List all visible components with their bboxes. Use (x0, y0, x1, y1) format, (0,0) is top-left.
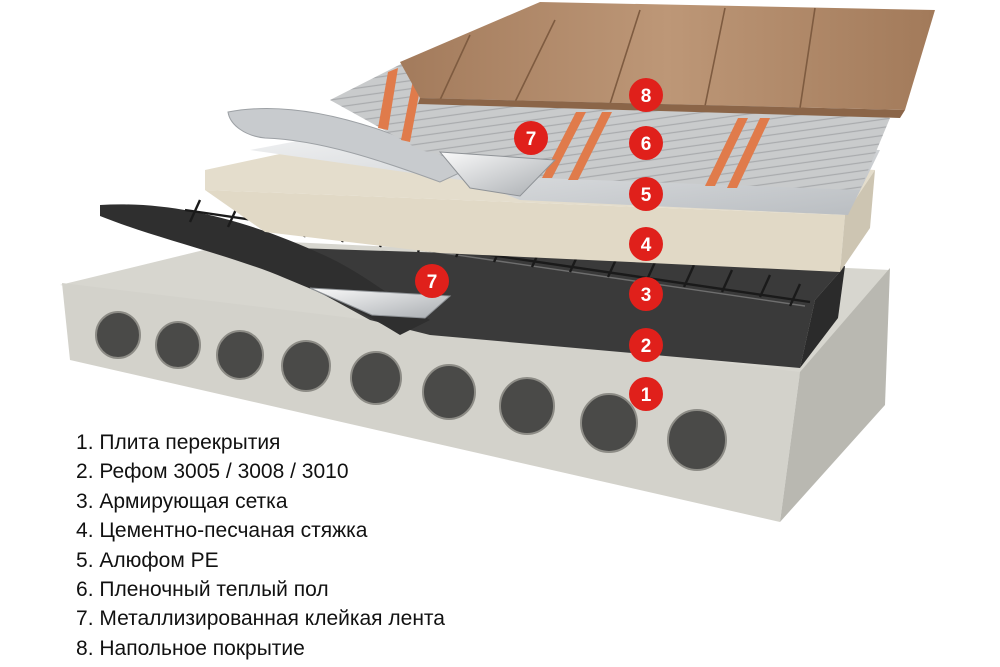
legend-item: 1. Плита перекрытия (76, 431, 281, 454)
badge: 2 (629, 328, 663, 362)
slab-hole (667, 409, 727, 471)
copper-strip (705, 118, 748, 186)
badge-label: 2 (641, 336, 652, 357)
badge: 1 (629, 377, 663, 411)
tape-pieces (309, 151, 557, 319)
badge-label: 1 (641, 385, 652, 406)
wood-front-edge (418, 98, 905, 118)
badge: 4 (629, 227, 663, 261)
insulation-body (235, 246, 845, 368)
wood-board-edge (799, 7, 816, 109)
legend-item: 4. Цементно-песчаная стяжка (76, 519, 368, 543)
wood-floor-layer (400, 2, 935, 118)
slab-hole (350, 351, 402, 405)
legend-item: 6. Пленочный теплый пол (76, 578, 329, 602)
slab-holes (95, 311, 727, 471)
wood-board-edge (514, 19, 556, 103)
badge: 7 (514, 121, 548, 155)
slab-hole (216, 330, 264, 380)
badge: 6 (629, 126, 663, 160)
badge-label: 5 (641, 185, 652, 206)
slab-side-face (780, 268, 890, 522)
mesh-crossbar (682, 264, 696, 288)
badge-label: 6 (641, 134, 652, 155)
mesh-crossbar (758, 274, 772, 298)
tape-piece-lower (309, 287, 452, 319)
badge: 3 (629, 277, 663, 311)
badge-label: 4 (641, 235, 652, 256)
foil-peeled-roll (227, 107, 472, 183)
copper-strip (727, 118, 770, 188)
slab-hole (281, 340, 331, 392)
slab-hole (499, 377, 555, 435)
layers-legend: 1. Плита перекрытия 2. Рефом 3005 / 3008… (76, 428, 445, 663)
legend-item: 8. Напольное покрытие (76, 636, 305, 660)
wood-board-edges (439, 7, 816, 109)
slab-hole (422, 364, 476, 420)
wood-board-edge (704, 7, 726, 107)
slab-hole (95, 311, 141, 359)
copper-strip (378, 68, 398, 130)
badge-label: 8 (641, 86, 652, 107)
mesh-crossbar (720, 269, 734, 293)
wood-surface (400, 2, 935, 110)
mesh-crossbar (188, 199, 202, 223)
badge-label: 7 (427, 272, 438, 293)
number-badges: 8 7 6 5 4 3 2 1 7 (415, 78, 663, 411)
insulation-side (800, 266, 845, 368)
wood-board-edge (439, 34, 471, 101)
slab-hole (155, 321, 201, 369)
legend-item: 5. Алюфом PE (76, 548, 219, 572)
badge-label: 7 (526, 129, 537, 150)
badge-label: 3 (641, 285, 652, 306)
screed-front (205, 190, 845, 272)
legend-item: 7. Металлизированная клейкая лента (76, 607, 445, 631)
mesh-crossbar (788, 283, 802, 307)
legend-item: 2. Рефом 3005 / 3008 / 3010 (76, 460, 349, 484)
copper-strip (568, 112, 612, 180)
wood-board-edge (609, 9, 641, 105)
slab-hole (580, 393, 638, 453)
badge: 7 (415, 264, 449, 298)
legend-item: 3. Армирующая сетка (76, 489, 288, 513)
badge: 8 (629, 78, 663, 112)
badge: 5 (629, 177, 663, 211)
screed-side (840, 170, 875, 272)
tape-piece-upper (438, 151, 557, 197)
